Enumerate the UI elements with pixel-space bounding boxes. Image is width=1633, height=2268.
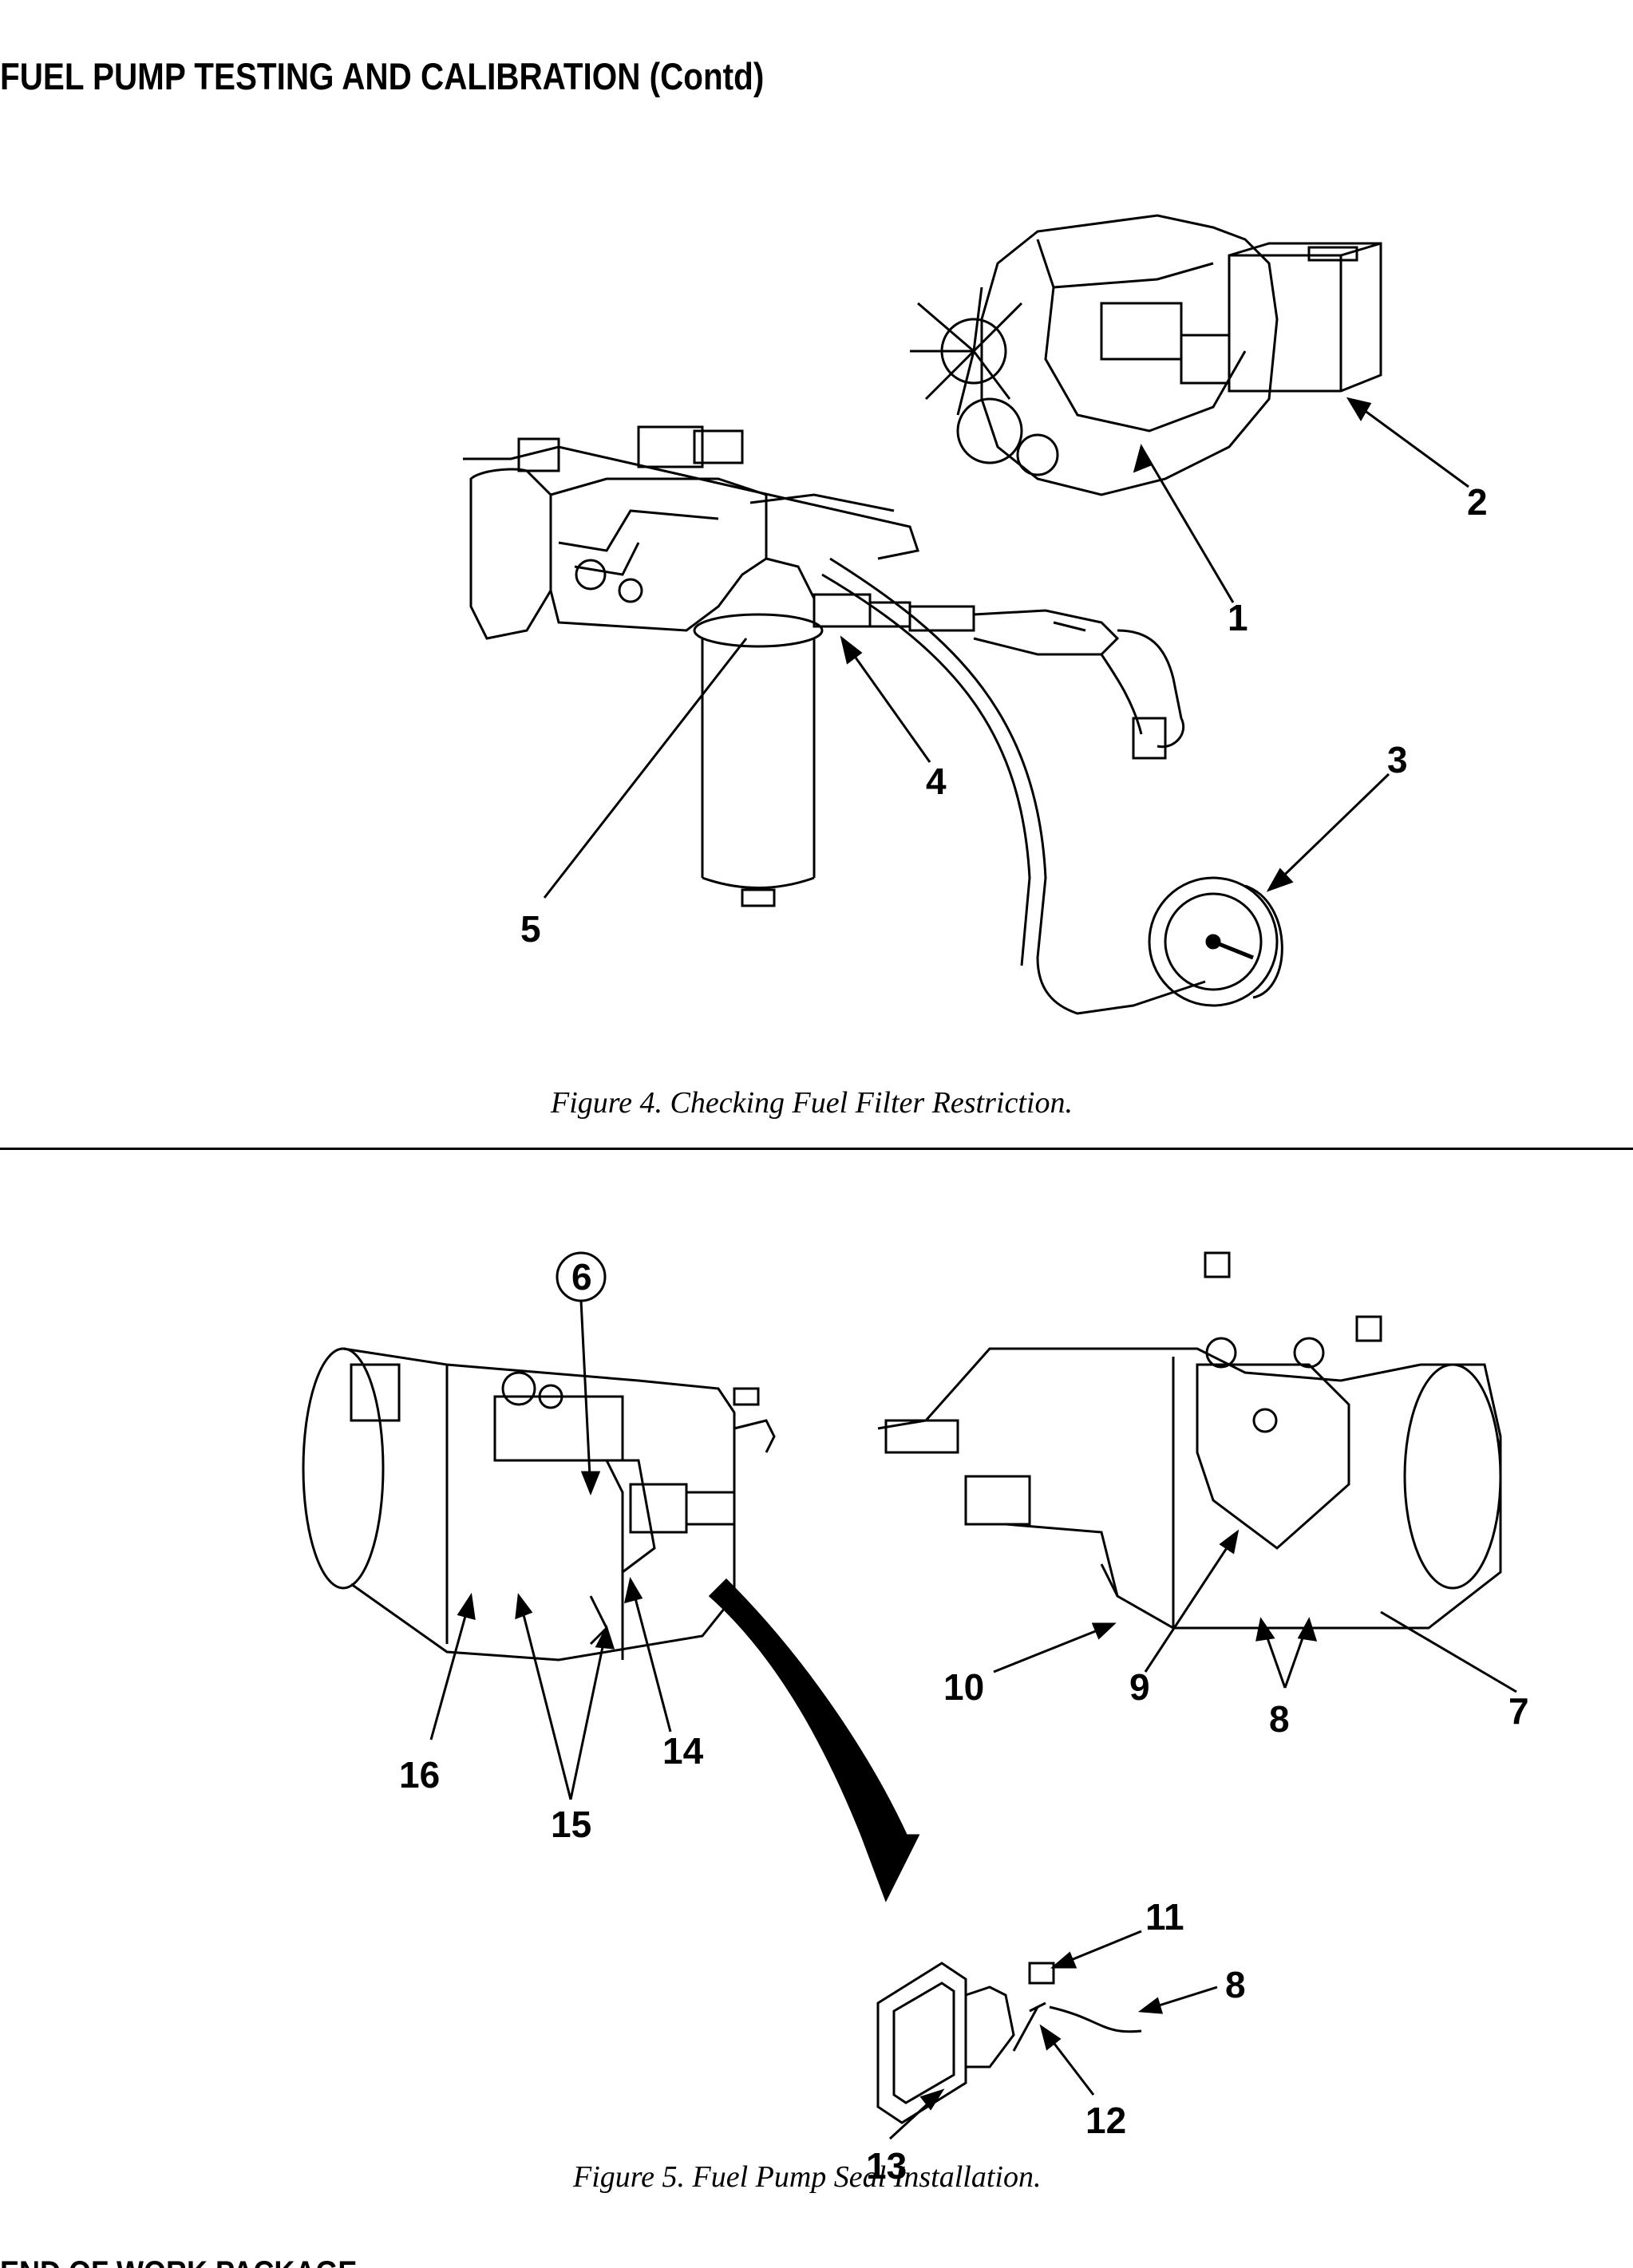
figure-4-leaders xyxy=(543,397,1469,899)
callout-5: 5 xyxy=(520,908,541,950)
callout-16: 16 xyxy=(399,1754,440,1796)
figure-5-caption: Figure 5. Fuel Pump Seal Installation. xyxy=(573,2160,1042,2194)
callout-12: 12 xyxy=(1085,2100,1126,2141)
callout-14: 14 xyxy=(662,1730,704,1772)
callout-3: 3 xyxy=(1387,739,1408,780)
callout-1: 1 xyxy=(1228,597,1248,638)
right-pump-drawing xyxy=(877,1251,1502,1630)
callout-6: 6 xyxy=(571,1256,592,1298)
fuel-filter-drawing xyxy=(693,613,824,907)
fuel-pump-drawing xyxy=(463,425,919,640)
gauge-drawing xyxy=(1148,876,1283,1007)
fitting-hose-drawing xyxy=(765,557,1206,1015)
callout-8-upper: 8 xyxy=(1269,1698,1290,1740)
seal-detail-drawing xyxy=(876,1962,1142,2124)
callout-15: 15 xyxy=(551,1804,591,1845)
callout-10: 10 xyxy=(943,1666,984,1708)
page-footer: END OF WORK PACKAGE xyxy=(0,2257,357,2268)
callout-2: 2 xyxy=(1467,481,1488,523)
engine-drawing xyxy=(910,214,1279,496)
callout-13: 13 xyxy=(866,2145,907,2187)
figure-5-leaders xyxy=(429,1251,1517,2140)
curved-arrow xyxy=(708,1578,920,1903)
page-title: FUEL PUMP TESTING AND CALIBRATION (Contd… xyxy=(0,55,765,97)
callout-11: 11 xyxy=(1145,1896,1184,1938)
figure-5-illustration: 6 7 8 9 10 11 8 12 13 14 15 16 xyxy=(0,1149,1633,2258)
callout-4: 4 xyxy=(926,761,947,802)
box-drawing xyxy=(1228,242,1382,393)
callout-8-lower: 8 xyxy=(1225,1964,1246,2005)
section-divider xyxy=(0,1148,1633,1150)
callout-9: 9 xyxy=(1129,1666,1150,1708)
figure-4-caption: Figure 4. Checking Fuel Filter Restricti… xyxy=(551,1086,1073,1120)
figure-4-illustration: 1 2 3 4 5 xyxy=(463,214,1488,1015)
left-pump-drawing xyxy=(302,1347,776,1661)
callout-7: 7 xyxy=(1508,1690,1529,1732)
